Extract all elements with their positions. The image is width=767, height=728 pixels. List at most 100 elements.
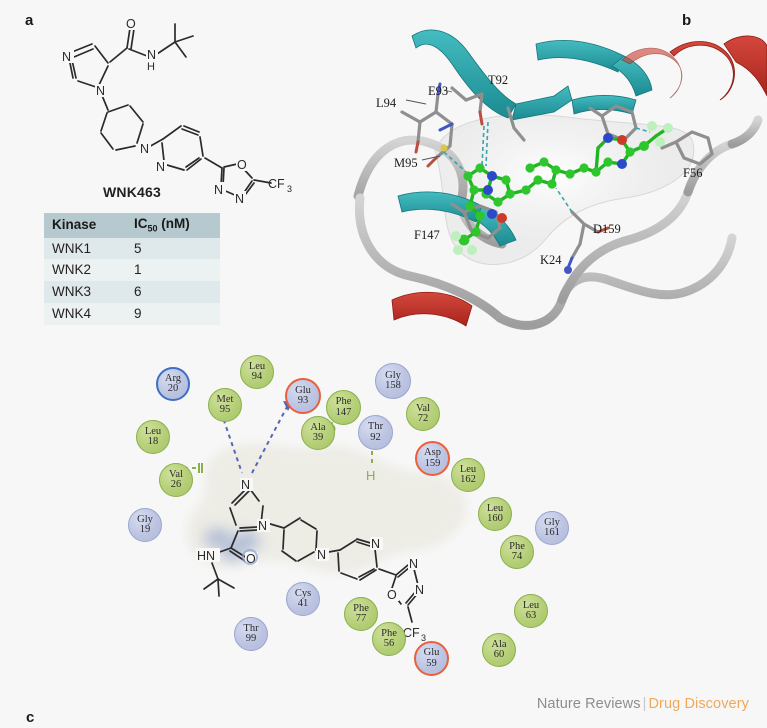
- hbond-glu93: [251, 404, 289, 474]
- residue-number: 160: [487, 513, 503, 524]
- journal-footer: Nature Reviews|Drug Discovery: [537, 696, 749, 712]
- residue-number: 72: [417, 413, 429, 424]
- residue-number: 39: [312, 432, 324, 443]
- residue-label-m95: M95: [394, 156, 418, 170]
- residue-number: 92: [370, 431, 381, 443]
- svg-text:N: N: [235, 192, 244, 206]
- residue-number: 158: [385, 380, 401, 391]
- residue-name: Val: [416, 402, 430, 414]
- table-header-row: Kinase IC50 (nM): [44, 213, 220, 238]
- residue-name: Gly: [137, 513, 153, 525]
- residue-number: 20: [167, 383, 179, 394]
- residue-number: 162: [460, 474, 476, 485]
- residue-name: Gly: [385, 369, 401, 381]
- journal-section: Drug Discovery: [648, 696, 749, 712]
- residue-number: 95: [219, 404, 231, 415]
- ic50-text: IC: [134, 216, 148, 231]
- carbonyl-oxygen-highlight: [242, 549, 258, 565]
- alpha-helix-ribbons: [391, 35, 767, 327]
- lysine-nz-atom: [564, 266, 572, 274]
- ligand-interaction-diagram: N N HN O N N N N O CF3 H: [176, 401, 467, 643]
- cell-ic50: 1: [126, 259, 220, 282]
- residue-name: Phe: [335, 396, 352, 407]
- residue-name: Leu: [486, 502, 504, 514]
- wnk463-structure-diagram: O N N N H N N N N O CF 3: [62, 17, 292, 206]
- svg-text:O: O: [126, 17, 136, 31]
- residue-number: 26: [170, 479, 182, 490]
- svg-text:N: N: [96, 84, 105, 98]
- svg-text:CF: CF: [403, 626, 420, 640]
- hbond-met95: [220, 411, 243, 474]
- residue-name: Ala: [491, 638, 507, 650]
- svg-text:N: N: [371, 537, 380, 551]
- panel-b-letter: b: [682, 12, 692, 29]
- ligand-oxygen-atoms: [497, 135, 627, 223]
- cell-ic50: 6: [126, 281, 220, 303]
- ic50-subscript: 50: [147, 223, 158, 234]
- svg-text:3: 3: [287, 184, 292, 194]
- ic50-unit: (nM): [157, 216, 190, 231]
- residue-label-f147: F147: [414, 228, 440, 242]
- residue-name: Asp: [424, 447, 441, 458]
- svg-text:O: O: [246, 552, 256, 566]
- svg-text:N: N: [140, 142, 149, 156]
- residue-name: Arg: [164, 372, 182, 384]
- svg-text:N: N: [258, 519, 267, 533]
- column-header-kinase: Kinase: [44, 213, 126, 238]
- residue-name: Leu: [522, 599, 540, 611]
- hbond-h-label: H: [366, 468, 375, 483]
- svg-text:CF: CF: [268, 177, 285, 191]
- hydrogen-bond-lines: [443, 121, 651, 213]
- panel-c: c: [0, 345, 767, 726]
- svg-text:N: N: [147, 48, 156, 62]
- cell-kinase: WNK1: [44, 237, 126, 260]
- residue-name: Phe: [381, 627, 397, 639]
- contact-val26-marker: [198, 463, 203, 473]
- residue-name: Phe: [509, 540, 525, 552]
- residue-number: 19: [139, 524, 151, 535]
- svg-text:N: N: [241, 478, 250, 492]
- residue-number: 41: [297, 598, 309, 609]
- residue-name: Met: [216, 393, 234, 405]
- svg-text:N: N: [317, 548, 326, 562]
- compound-name: WNK463: [103, 184, 161, 200]
- panel-b: b: [340, 0, 767, 345]
- residue-label-l94: L94: [376, 96, 397, 110]
- residue-number: 147: [335, 406, 352, 418]
- footer-separator: |: [642, 696, 647, 712]
- residue-number: 60: [493, 649, 505, 660]
- ligand-fluorine-atoms: [451, 121, 673, 255]
- residue-number: 161: [544, 527, 560, 538]
- residue-label-e93: E93: [428, 84, 449, 98]
- residue-number: 93: [297, 395, 309, 406]
- residue-number: 63: [525, 610, 537, 621]
- svg-text:N: N: [62, 50, 71, 64]
